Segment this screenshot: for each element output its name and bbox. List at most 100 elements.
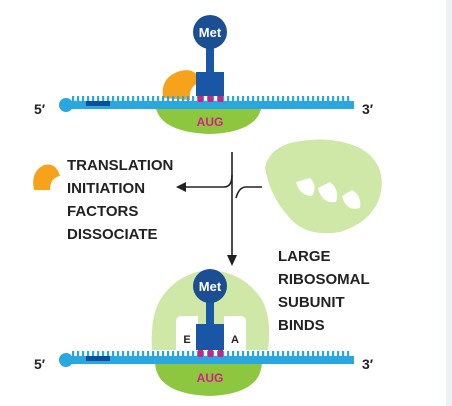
mrna-nucleotide-tick <box>302 96 305 102</box>
mrna-nucleotide-tick <box>142 351 145 357</box>
e-site-pocket <box>176 316 198 350</box>
five-prime-label: 5′ <box>34 356 46 372</box>
mrna-nucleotide-tick <box>72 96 75 102</box>
mrna-nucleotide-tick <box>342 351 345 357</box>
mrna-nucleotide-tick <box>152 351 155 357</box>
mrna-nucleotide-tick <box>157 96 160 102</box>
a-site-label: A <box>231 334 239 346</box>
initiation-factor <box>162 70 201 100</box>
mrna-nucleotide-tick <box>162 96 165 102</box>
mrna-nucleotide-tick <box>302 351 305 357</box>
mrna-nucleotide-tick <box>72 351 75 357</box>
mrna-strand <box>59 351 354 367</box>
met-label: Met <box>199 279 222 294</box>
mrna-nucleotide-tick <box>172 351 175 357</box>
mrna-nucleotide-tick <box>172 96 175 102</box>
svg-text:FACTORS: FACTORS <box>67 203 138 220</box>
initiator-trna <box>196 48 224 102</box>
mrna-nucleotide-tick <box>152 96 155 102</box>
mrna-nucleotide-tick <box>202 96 205 102</box>
mrna-nucleotide-tick <box>292 351 295 357</box>
mrna-nucleotide-tick <box>117 351 120 357</box>
mrna-nucleotide-tick <box>322 96 325 102</box>
dissociated-initiation-factor <box>33 164 60 190</box>
mrna-nucleotide-tick <box>237 351 240 357</box>
mrna-nucleotide-tick <box>267 351 270 357</box>
mrna-nucleotide-tick <box>82 96 85 102</box>
initiator-trna <box>196 300 224 357</box>
start-codon-label: AUG <box>197 371 224 385</box>
mrna-nucleotide-tick <box>147 96 150 102</box>
mrna-nucleotide-tick <box>307 96 310 102</box>
mrna-nucleotide-tick <box>137 351 140 357</box>
mrna-nucleotide-tick <box>252 351 255 357</box>
svg-text:LARGE: LARGE <box>278 248 331 265</box>
mrna-nucleotide-tick <box>347 96 350 102</box>
mrna-nucleotide-tick <box>97 351 100 357</box>
mrna-nucleotide-tick <box>122 351 125 357</box>
met-amino-acid <box>193 15 227 49</box>
mrna-nucleotide-tick <box>192 96 195 102</box>
svg-text:RIBOSOMAL: RIBOSOMAL <box>278 271 370 288</box>
mrna-nucleotide-tick <box>142 96 145 102</box>
mrna-nucleotide-tick <box>167 96 170 102</box>
start-codon-label: AUG <box>197 115 224 129</box>
a-site-pocket <box>224 316 246 350</box>
mrna-nucleotide-tick <box>162 351 165 357</box>
mrna-nucleotide-tick <box>297 96 300 102</box>
mrna-nucleotide-tick <box>332 96 335 102</box>
mrna-nucleotide-tick <box>332 351 335 357</box>
mrna-nucleotide-tick <box>282 351 285 357</box>
e-site-label: E <box>183 334 190 346</box>
factors-dissociate-caption: TRANSLATION INITIATION FACTORS DISSOCIAT… <box>67 157 173 243</box>
mrna-nucleotide-tick <box>232 351 235 357</box>
mrna-nucleotide-tick <box>247 351 250 357</box>
mrna-nucleotide-tick <box>117 96 120 102</box>
five-prime-label: 5′ <box>34 101 46 117</box>
mrna-nucleotide-tick <box>337 96 340 102</box>
mrna-nucleotide-tick <box>222 96 225 102</box>
mrna-nucleotide-tick <box>252 96 255 102</box>
mrna-nucleotide-tick <box>317 351 320 357</box>
mrna-nucleotide-tick <box>127 351 130 357</box>
mrna-nucleotide-tick <box>317 96 320 102</box>
mrna-nucleotide-tick <box>257 96 260 102</box>
mrna-nucleotide-tick <box>147 351 150 357</box>
mrna-nucleotide-tick <box>232 96 235 102</box>
svg-text:TRANSLATION: TRANSLATION <box>67 157 173 174</box>
mrna-nucleotide-tick <box>287 351 290 357</box>
mrna-nucleotide-tick <box>107 96 110 102</box>
mrna-nucleotide-tick <box>202 351 205 357</box>
mrna-nucleotide-tick <box>272 96 275 102</box>
svg-text:INITIATION: INITIATION <box>67 180 145 197</box>
mrna-nucleotide-tick <box>102 351 105 357</box>
bottom-ribosome-complex: E A Met AUG 5′ 3′ <box>34 269 374 396</box>
page-edge <box>446 0 452 406</box>
mrna-nucleotide-tick <box>312 96 315 102</box>
mrna-nucleotide-tick <box>262 351 265 357</box>
small-ribosomal-subunit <box>155 361 262 396</box>
mrna-nucleotide-tick <box>77 351 80 357</box>
mrna-nucleotide-tick <box>182 351 185 357</box>
mrna-nucleotide-tick <box>167 351 170 357</box>
mrna-nucleotide-tick <box>227 96 230 102</box>
mrna-nucleotide-tick <box>92 351 95 357</box>
mrna-nucleotide-tick <box>77 96 80 102</box>
mrna-nucleotide-tick <box>177 96 180 102</box>
mrna-nucleotide-tick <box>212 351 215 357</box>
mrna-nucleotide-tick <box>262 96 265 102</box>
top-initiation-complex: Met AUG 5′ 3′ <box>34 15 374 134</box>
process-arrows <box>176 152 262 266</box>
three-prime-label: 3′ <box>362 101 374 117</box>
mrna-nucleotide-tick <box>87 351 90 357</box>
mrna-nucleotide-tick <box>112 351 115 357</box>
mrna-nucleotide-tick <box>107 351 110 357</box>
free-large-ribosomal-subunit <box>265 139 382 234</box>
mrna-nucleotide-tick <box>322 351 325 357</box>
mrna-nucleotide-tick <box>297 351 300 357</box>
three-prime-label: 3′ <box>362 356 374 372</box>
svg-text:SUBUNIT: SUBUNIT <box>278 294 345 311</box>
mrna-nucleotide-tick <box>287 96 290 102</box>
mrna-nucleotide-tick <box>342 96 345 102</box>
